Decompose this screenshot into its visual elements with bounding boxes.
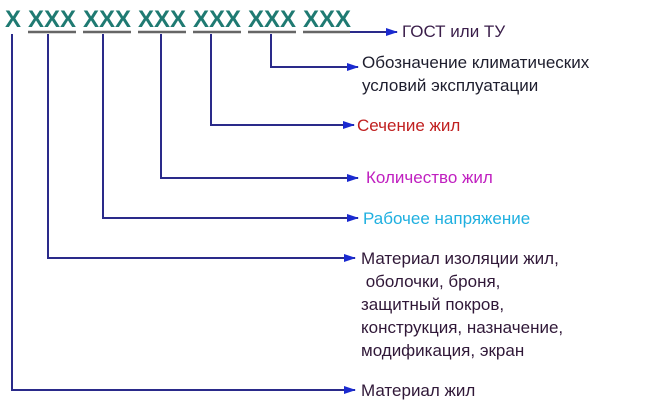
- code-groups: XXX XXX XXX XXX XXX XXX: [28, 6, 351, 33]
- code-group: XXX: [138, 6, 186, 33]
- label-voltage: Рабочее напряжение: [363, 209, 530, 228]
- label-insulation-2: оболочки, броня,: [361, 272, 500, 291]
- label-insulation-4: конструкция, назначение,: [361, 318, 563, 337]
- code-first: X: [5, 6, 21, 33]
- code-group: XXX: [248, 6, 296, 33]
- code-group: XXX: [303, 6, 351, 33]
- label-section: Сечение жил: [357, 116, 460, 135]
- label-climate-1: Обозначение климатических: [362, 53, 590, 72]
- arrow-insulation: [47, 34, 356, 262]
- arrow-section: [210, 34, 355, 129]
- label-insulation-5: модификация, экран: [361, 341, 524, 360]
- arrow-count: [160, 34, 359, 182]
- label-count: Количество жил: [366, 168, 493, 187]
- code-group: XXX: [83, 6, 131, 33]
- label-insulation-3: защитный покров,: [361, 295, 504, 314]
- code-group: XXX: [28, 6, 76, 33]
- code-group: XXX: [193, 6, 241, 33]
- label-conductor: Материал жил: [361, 381, 475, 400]
- arrow-voltage: [102, 34, 359, 222]
- label-insulation-1: Материал изоляции жил,: [361, 249, 559, 268]
- arrow-climate: [270, 34, 359, 71]
- arrow-conductor: [11, 34, 356, 394]
- connector-lines: [11, 28, 398, 394]
- label-climate-2: условий эксплуатации: [362, 76, 538, 95]
- label-gost: ГОСТ или ТУ: [402, 22, 505, 41]
